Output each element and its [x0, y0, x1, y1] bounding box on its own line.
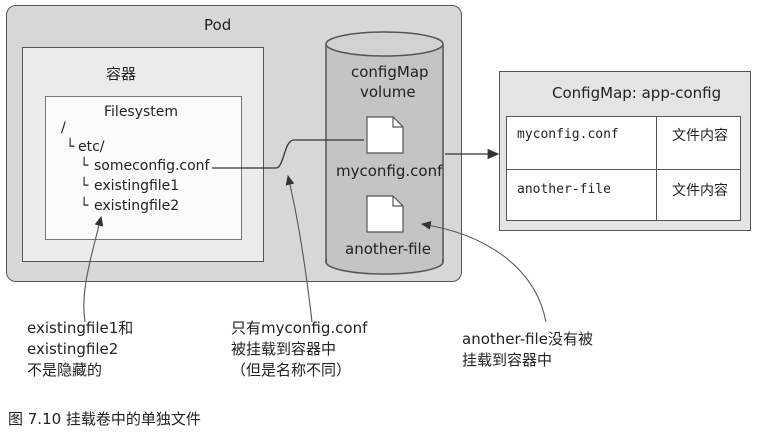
annotation-right-line: another-file没有被: [462, 330, 593, 348]
annotation-middle: 只有myconfig.conf 被挂载到容器中 （但是名称不同）: [231, 318, 367, 381]
configmap-value-another: 文件内容: [672, 183, 728, 199]
annotation-left-line: existingfile1和: [27, 319, 134, 337]
pod-title: Pod: [204, 16, 232, 34]
file-icon: [366, 195, 404, 233]
annotation-right-line: 挂载到容器中: [462, 351, 553, 369]
annotation-left-line: existingfile2: [27, 340, 119, 358]
annotation-left-line: 不是隐藏的: [27, 361, 103, 379]
filesystem-file-someconfig: someconfig.conf: [94, 158, 210, 174]
volume-file-another: another-file: [345, 240, 431, 258]
configmap-key-myconfig: myconfig.conf: [517, 127, 619, 142]
configmap-value-cell: [656, 116, 741, 170]
volume-file-myconfig: myconfig.conf: [336, 162, 443, 180]
volume-title-line1: configMap: [351, 63, 429, 81]
filesystem-tree-elbow: └: [80, 178, 89, 194]
filesystem-etc: etc/: [78, 139, 105, 155]
filesystem-file-existing1: existingfile1: [94, 178, 180, 194]
filesystem-file-existing2: existingfile2: [94, 198, 180, 214]
configmap-key-cell: [506, 169, 657, 221]
annotation-middle-line: 被挂载到容器中: [231, 340, 337, 358]
volume-title-line2: volume: [360, 83, 416, 101]
filesystem-root: /: [61, 120, 66, 136]
configmap-value-myconfig: 文件内容: [672, 128, 728, 144]
configmap-key-another: another-file: [517, 182, 611, 197]
filesystem-box: [45, 96, 242, 240]
mount-connector: [212, 139, 364, 169]
filesystem-tree-elbow: └: [66, 139, 75, 155]
filesystem-tree-elbow: └: [80, 198, 89, 214]
annotation-line-middle: [285, 174, 313, 323]
figure-caption: 图 7.10 挂载卷中的单独文件: [8, 410, 201, 428]
filesystem-title: Filesystem: [104, 104, 179, 120]
configmap-title: ConfigMap: app-config: [552, 84, 722, 102]
filesystem-tree-elbow: └: [80, 158, 89, 174]
annotation-middle-line: 只有myconfig.conf: [231, 319, 368, 337]
configmap-value-cell: [656, 169, 741, 221]
annotation-middle-line: （但是名称不同）: [231, 361, 352, 379]
annotation-line-left: [83, 215, 104, 323]
file-icon: [366, 116, 404, 154]
container-title: 容器: [106, 65, 137, 83]
configmap-key-cell: [506, 116, 657, 170]
annotation-line-right: [420, 221, 547, 323]
annotation-right: another-file没有被 挂载到容器中: [462, 329, 593, 371]
annotation-left: existingfile1和 existingfile2 不是隐藏的: [27, 318, 133, 381]
